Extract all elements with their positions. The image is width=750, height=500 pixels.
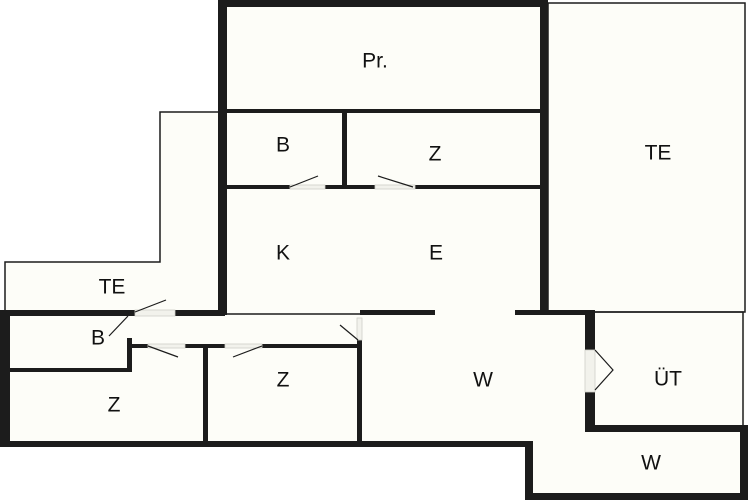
room-label-z-top: Z xyxy=(429,143,442,166)
room-label-w-main: W xyxy=(473,369,493,392)
room-label-te-left: TE xyxy=(99,276,126,299)
door-z-mid xyxy=(224,343,263,349)
room-label-ut: ÜT xyxy=(654,368,682,391)
room-labels: Pr. B Z TE K E TE B Z W ÜT Z W xyxy=(91,50,682,475)
room-label-z-mid: Z xyxy=(277,369,290,392)
door-z-top xyxy=(374,184,416,190)
door-ut xyxy=(584,349,596,393)
room-label-w-bottom: W xyxy=(641,452,661,475)
room-label-e: E xyxy=(429,242,443,265)
door-b-top xyxy=(289,184,326,190)
room-label-te-right: TE xyxy=(645,142,672,165)
room-label-b-left: B xyxy=(91,327,105,350)
room-label-pr: Pr. xyxy=(362,50,388,73)
room-label-z-left: Z xyxy=(108,394,121,417)
room-label-k: K xyxy=(276,242,290,265)
doors xyxy=(108,175,614,393)
door-w-corridor xyxy=(356,317,363,341)
room-label-b-top: B xyxy=(276,134,290,157)
door-entrance-left xyxy=(134,309,176,317)
